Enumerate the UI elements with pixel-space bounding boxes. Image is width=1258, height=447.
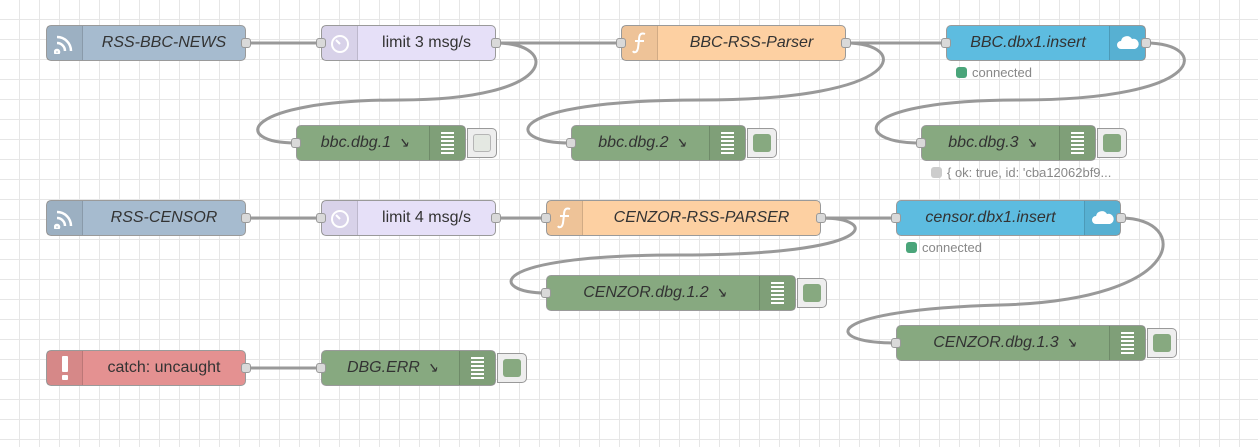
wire: [256, 41, 538, 145]
function-icon: [547, 201, 583, 235]
node-label: CENZOR-RSS-PARSER: [613, 209, 790, 226]
debug-toggle-button[interactable]: [467, 128, 497, 158]
status-dot: [906, 242, 917, 253]
input-port[interactable]: [316, 38, 326, 48]
node-label: CENZOR.dbg.1.2 ↘: [583, 284, 727, 301]
debug-toggle-button[interactable]: [1097, 128, 1127, 158]
node-label: catch: uncaught: [107, 359, 221, 376]
status-debug-output: { ok: true, id: 'cba12062bf9...: [931, 165, 1111, 180]
input-port[interactable]: [316, 213, 326, 223]
debug-toggle-button[interactable]: [1147, 328, 1177, 358]
input-port[interactable]: [566, 138, 576, 148]
cloud-icon: [1109, 26, 1145, 60]
database-node-censor-dbx1-insert[interactable]: censor.dbx1.insert: [891, 200, 1126, 236]
debug-arrow-icon: ↘: [675, 134, 687, 150]
function-node-bbc-rss-parser[interactable]: BBC-RSS-Parser: [616, 25, 851, 61]
function-icon: [622, 26, 658, 60]
debug-toggle-button[interactable]: [747, 128, 777, 158]
node-label: limit 3 msg/s: [382, 34, 471, 51]
node-label: limit 4 msg/s: [382, 209, 471, 226]
debug-arrow-icon: ↘: [426, 359, 439, 375]
timer-icon: [322, 26, 358, 60]
debug-list-icon: [759, 276, 795, 310]
debug-list-icon: [1109, 326, 1145, 360]
output-port[interactable]: [1116, 213, 1126, 223]
output-port[interactable]: [816, 213, 826, 223]
status-text: { ok: true, id: 'cba12062bf9...: [947, 165, 1112, 180]
database-node-bbc-dbx1-insert[interactable]: BBC.dbx1.insert: [941, 25, 1151, 61]
debug-arrow-icon: ↘: [1025, 134, 1037, 150]
node-label: RSS-CENSOR: [110, 209, 218, 226]
inject-node-rss-bbc-news[interactable]: RSS-BBC-NEWS: [46, 25, 251, 61]
debug-node-bbc-dbg-3[interactable]: bbc.dbg.3 ↘: [916, 125, 1127, 161]
node-label: censor.dbx1.insert: [925, 209, 1056, 226]
cloud-icon: [1084, 201, 1120, 235]
delay-node-limit-3[interactable]: limit 3 msg/s: [316, 25, 501, 61]
debug-node-bbc-dbg-1[interactable]: bbc.dbg.1 ↘: [291, 125, 497, 161]
debug-arrow-icon: ↘: [1065, 334, 1077, 350]
input-port[interactable]: [941, 38, 951, 48]
input-port[interactable]: [316, 363, 326, 373]
input-port[interactable]: [616, 38, 626, 48]
status-text: connected: [972, 65, 1032, 80]
node-label: RSS-BBC-NEWS: [101, 34, 227, 51]
input-port[interactable]: [891, 213, 901, 223]
function-node-cenzor-rss-parser[interactable]: CENZOR-RSS-PARSER: [541, 200, 826, 236]
debug-node-cenzor-dbg-1-3[interactable]: CENZOR.dbg.1.3 ↘: [891, 325, 1177, 361]
output-port[interactable]: [1141, 38, 1151, 48]
output-port[interactable]: [491, 213, 501, 223]
debug-toggle-button[interactable]: [797, 278, 827, 308]
input-port[interactable]: [541, 288, 551, 298]
catch-node-uncaught[interactable]: catch: uncaught: [46, 350, 251, 386]
status-connected: connected: [956, 65, 1032, 80]
status-dot: [956, 67, 967, 78]
output-port[interactable]: [241, 213, 251, 223]
inject-node-rss-censor[interactable]: RSS-CENSOR: [46, 200, 251, 236]
debug-arrow-icon: ↘: [397, 134, 410, 150]
node-label: bbc.dbg.3 ↘: [948, 134, 1037, 151]
input-port[interactable]: [916, 138, 926, 148]
feed-icon: [47, 26, 83, 60]
node-label: CENZOR.dbg.1.3 ↘: [933, 334, 1077, 351]
node-label: bbc.dbg.1 ↘: [320, 134, 410, 151]
wire: [509, 216, 857, 295]
output-port[interactable]: [491, 38, 501, 48]
node-label: BBC.dbx1.insert: [970, 34, 1086, 51]
status-text: connected: [922, 240, 982, 255]
debug-node-dbg-err[interactable]: DBG.ERR ↘: [316, 350, 527, 386]
wire: [846, 216, 1165, 345]
status-dot: [931, 167, 942, 178]
output-port[interactable]: [241, 363, 251, 373]
wire: [874, 41, 1186, 145]
node-label: DBG.ERR ↘: [346, 359, 439, 376]
debug-arrow-icon: ↘: [715, 284, 727, 300]
node-label: bbc.dbg.2 ↘: [598, 134, 687, 151]
debug-toggle-button[interactable]: [497, 353, 527, 383]
debug-list-icon: [429, 126, 465, 160]
wire: [526, 41, 885, 145]
debug-node-cenzor-dbg-1-2[interactable]: CENZOR.dbg.1.2 ↘: [541, 275, 827, 311]
status-connected: connected: [906, 240, 982, 255]
debug-list-icon: [709, 126, 745, 160]
output-port[interactable]: [841, 38, 851, 48]
node-label: BBC-RSS-Parser: [689, 34, 814, 51]
debug-node-bbc-dbg-2[interactable]: bbc.dbg.2 ↘: [566, 125, 777, 161]
feed-icon: [47, 201, 83, 235]
debug-list-icon: [1059, 126, 1095, 160]
output-port[interactable]: [241, 38, 251, 48]
input-port[interactable]: [291, 138, 301, 148]
input-port[interactable]: [891, 338, 901, 348]
input-port[interactable]: [541, 213, 551, 223]
timer-icon: [322, 201, 358, 235]
exclamation-icon: [47, 351, 83, 385]
debug-list-icon: [459, 351, 495, 385]
delay-node-limit-4[interactable]: limit 4 msg/s: [316, 200, 501, 236]
